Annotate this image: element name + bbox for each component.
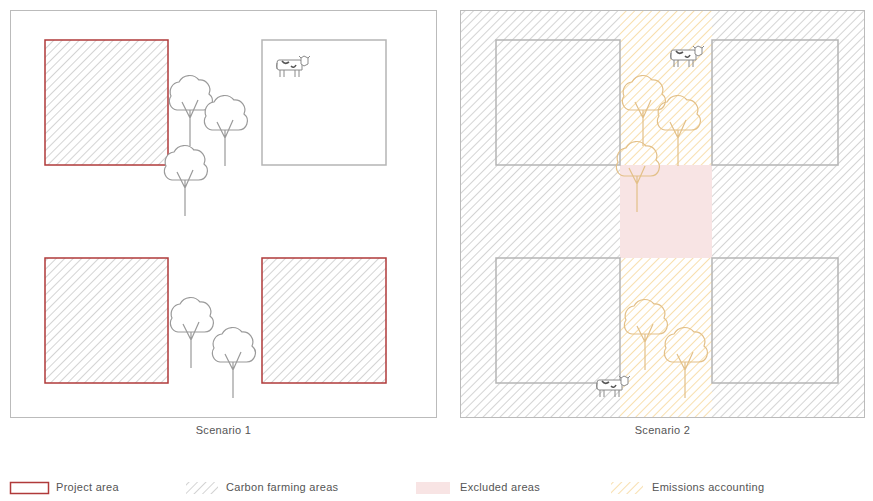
scenario-caption: Scenario 1 [10,424,437,436]
legend-label: Excluded areas [460,481,540,493]
scenario-panel: Scenario 2 [460,10,865,444]
legend-label: Carbon farming areas [226,481,338,493]
legend-swatch [416,482,450,494]
legend-label: Emissions accounting [652,481,764,493]
legend-label: Project area [56,481,119,493]
scenario-caption: Scenario 2 [460,424,865,436]
scenario-panel: Scenario 1 [10,10,437,444]
